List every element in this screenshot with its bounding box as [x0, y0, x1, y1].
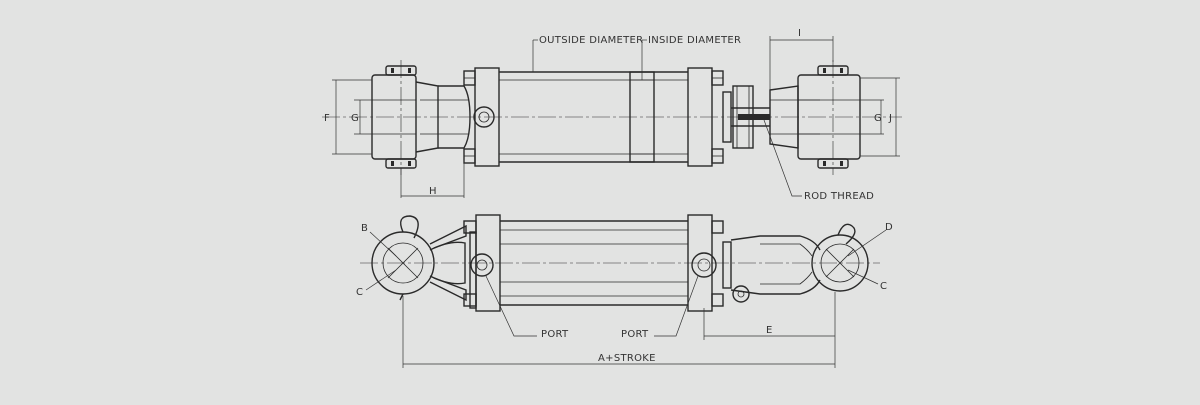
top-dimensions [332, 36, 900, 198]
dim-c-right-label: C [880, 281, 887, 292]
dim-c-left-label: C [356, 287, 363, 298]
dim-e-label: E [766, 325, 773, 336]
right-clevis [769, 60, 861, 175]
dim-j-label: J [888, 113, 892, 124]
bottom-view [360, 214, 887, 368]
rod-thread-label: ROD THREAD [804, 191, 874, 202]
dim-i-label: I [798, 28, 801, 39]
rod-thread-mark [738, 114, 770, 120]
cap-end-side [463, 214, 501, 312]
barrel-side [500, 220, 688, 306]
inside-diameter-label: INSIDE DIAMETER [648, 35, 741, 46]
port-left-label: PORT [541, 329, 569, 340]
a-stroke-label: A+STROKE [598, 353, 656, 364]
left-clevis [371, 60, 471, 175]
dim-g-left-label: G [351, 113, 359, 124]
left-port-circle [470, 253, 494, 277]
dim-d-label: D [885, 222, 893, 233]
dim-h-label: H [429, 186, 437, 197]
rear-port-circle [473, 106, 495, 128]
dim-g-right-label: G [874, 113, 882, 124]
rod-end-side [687, 214, 750, 312]
bottom-dimensions [365, 229, 887, 368]
barrel [499, 71, 688, 163]
cap-end-plate [463, 67, 500, 167]
rod-end-plate [687, 67, 732, 167]
left-clevis-side [371, 215, 467, 302]
dim-b-label: B [361, 223, 368, 234]
outside-diameter-label: OUTSIDE DIAMETER [539, 35, 643, 46]
rod [731, 85, 770, 149]
dim-f-label: F [324, 113, 330, 124]
port-right-label: PORT [621, 329, 649, 340]
right-port-circle [691, 252, 717, 278]
top-view [322, 36, 902, 198]
right-clevis-side [730, 223, 869, 295]
